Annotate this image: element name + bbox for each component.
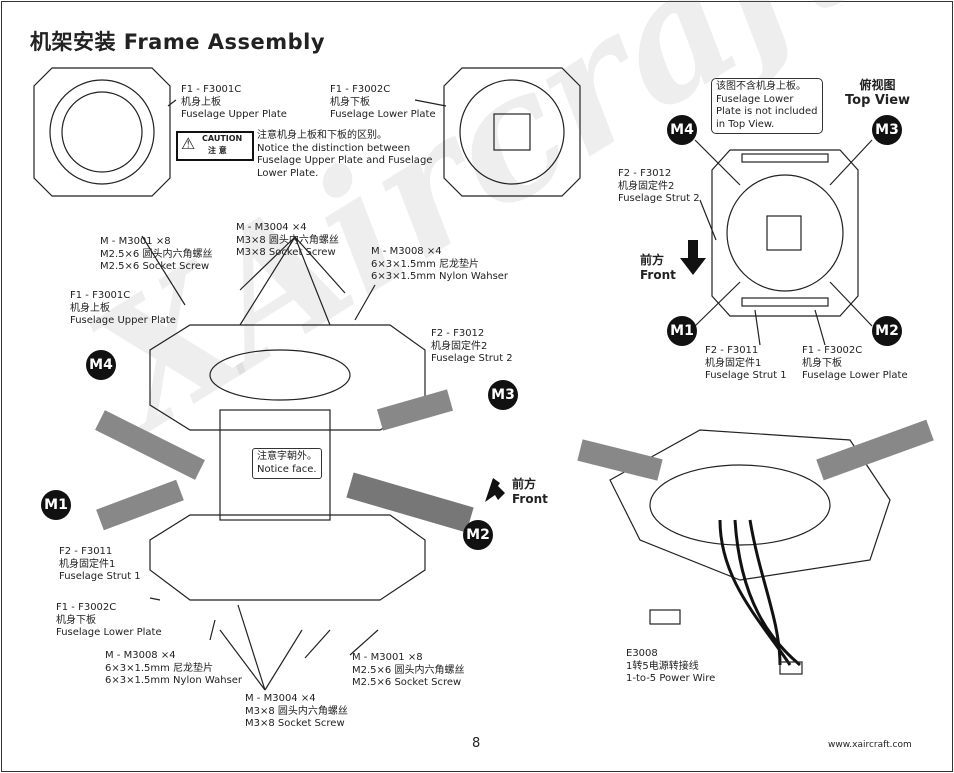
- notice-face-note: 注意字朝外。Notice face.: [252, 448, 322, 479]
- upper-plate-drawing: [33, 67, 171, 197]
- marker-m3-topview: M3: [872, 115, 902, 145]
- caution-text: 注意机身上板和下板的区别。Notice the distinction betw…: [257, 130, 433, 179]
- caution-en: CAUTION: [202, 134, 243, 143]
- marker-m4-topview: M4: [667, 115, 697, 145]
- front-arrow-exploded: [485, 478, 505, 502]
- caution-cn: 注 意: [208, 146, 227, 155]
- website-url: www.xaircraft.com: [828, 740, 912, 750]
- marker-m1-exploded: M1: [41, 490, 71, 520]
- marker-m4-exploded: M4: [86, 350, 116, 380]
- marker-m1-topview: M1: [667, 316, 697, 346]
- page-number: 8: [472, 736, 481, 751]
- marker-m2-exploded: M2: [463, 520, 493, 550]
- caution-badge: ⚠ CAUTION 注 意: [176, 131, 254, 161]
- lower-plate-drawing: [443, 67, 581, 197]
- exploded-view-drawing: [95, 235, 474, 691]
- warning-icon: ⚠: [181, 134, 196, 153]
- page-title: 机架安装 Frame Assembly: [30, 30, 326, 54]
- marker-m2-topview: M2: [872, 316, 902, 346]
- power-wire-drawing: [577, 419, 934, 675]
- marker-m3-exploded: M3: [488, 380, 518, 410]
- top-view-drawing: [694, 139, 873, 327]
- front-arrow: [680, 240, 706, 275]
